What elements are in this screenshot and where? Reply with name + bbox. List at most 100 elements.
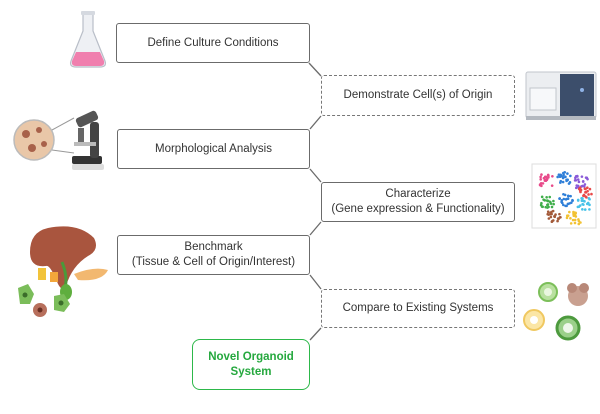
scatter-dot	[581, 208, 584, 211]
scatter-dot	[588, 208, 591, 211]
connector-5	[309, 274, 322, 290]
step-morphological-analysis: Morphological Analysis	[117, 129, 310, 169]
scatter-dot	[543, 179, 547, 182]
scatter-dot	[546, 212, 550, 216]
scatter-dot	[564, 175, 567, 179]
scatter-dot	[584, 190, 587, 194]
scatter-dot	[574, 211, 577, 215]
scatter-dot	[590, 192, 593, 196]
step-label: Benchmark	[184, 241, 243, 253]
result-label: System	[230, 365, 272, 378]
scatter-dot	[586, 189, 589, 193]
scatter-dot	[562, 192, 565, 196]
scatter-dot	[565, 214, 569, 218]
scatter-dot	[541, 182, 545, 185]
liver-icon	[18, 226, 108, 317]
scatter-dot	[540, 173, 543, 176]
scatter-dot	[550, 184, 554, 187]
connector-6	[309, 327, 322, 341]
scatter-dot	[549, 211, 552, 215]
scatter-dot	[561, 180, 565, 184]
scatter-dot	[566, 197, 569, 201]
scatter-dot	[542, 176, 546, 180]
scatter-dot	[588, 203, 591, 207]
step-label: Compare to Existing Systems	[342, 302, 494, 314]
scatter-dot	[578, 186, 582, 190]
scatter-dot	[568, 210, 571, 214]
scatter-dot	[574, 186, 578, 190]
scatter-dot	[586, 201, 590, 205]
scatter-dot	[577, 222, 581, 226]
result-label: Novel Organoid	[208, 350, 294, 363]
scatter-dot	[542, 198, 545, 201]
scatter-dot	[559, 179, 563, 183]
organoid-icon	[523, 282, 589, 341]
scatter-dot	[560, 201, 564, 205]
scatter-dot	[574, 215, 578, 218]
scatter-dot	[570, 201, 573, 204]
scatter-dot	[561, 203, 565, 207]
scatter-dot	[581, 180, 585, 183]
scatter-dot	[567, 194, 570, 198]
scatter-dot	[554, 213, 557, 216]
scatter-dot	[539, 178, 542, 181]
scatter-dot	[583, 208, 587, 211]
scatter-dot	[556, 219, 559, 223]
step-characterize: Characterize (Gene expression & Functiona…	[321, 182, 515, 222]
scatter-dot	[576, 184, 580, 188]
scatter-dot	[580, 175, 584, 178]
scatter-dot	[540, 201, 543, 205]
scatter-dot	[540, 195, 544, 199]
scatter-dot	[546, 210, 550, 213]
scatter-dot	[558, 197, 561, 200]
scatter-dot	[558, 175, 562, 179]
scatter-dot	[545, 196, 548, 199]
step-demonstrate-cell-origin: Demonstrate Cell(s) of Origin	[321, 75, 515, 116]
step-label: Demonstrate Cell(s) of Origin	[343, 89, 493, 101]
scatter-dot	[548, 195, 552, 199]
scatter-dot	[546, 206, 549, 209]
scatter-dot	[545, 176, 548, 180]
scatter-dot	[551, 174, 554, 178]
scatter-dot	[583, 200, 586, 203]
scatter-dot	[552, 202, 555, 206]
scatter-dot	[549, 215, 553, 219]
scatter-dot	[556, 175, 559, 179]
scatter-dot	[576, 199, 580, 202]
scatter-dot	[546, 203, 550, 206]
scatter-dot	[559, 216, 562, 219]
scatter-dot	[574, 178, 578, 182]
scatter-dot	[588, 187, 592, 191]
scatter-dot	[582, 203, 585, 206]
scatter-dot	[577, 205, 581, 208]
step-define-culture-conditions: Define Culture Conditions	[116, 23, 310, 63]
step-sublabel: (Gene expression & Functionality)	[331, 203, 505, 215]
scatter-dot	[568, 181, 572, 184]
step-label: Define Culture Conditions	[147, 36, 279, 49]
scatter-dot	[573, 218, 577, 222]
scatter-dot	[565, 216, 569, 220]
scatter-dot	[539, 175, 542, 179]
scatter-dot	[562, 197, 566, 201]
scatter-dot	[571, 198, 574, 202]
scatter-dot	[569, 194, 572, 198]
connector-4	[309, 221, 322, 236]
scatter-dot	[569, 174, 572, 178]
step-label: Characterize	[385, 188, 451, 200]
scatter-dot	[581, 184, 584, 188]
scatter-dot	[547, 217, 551, 220]
scatter-dot	[550, 220, 554, 224]
scatter-dot	[573, 221, 577, 225]
scatter-dot	[557, 217, 560, 221]
scatter-dot	[584, 176, 588, 179]
scatter-dot	[569, 216, 572, 220]
scatter-dot	[577, 219, 581, 223]
scatter-dot	[550, 205, 554, 209]
connector-3	[309, 168, 322, 183]
scatter-dot	[548, 200, 552, 204]
step-sublabel: (Tissue & Cell of Origin/Interest)	[131, 256, 296, 268]
microscope-icon	[13, 110, 104, 170]
scatter-dot	[586, 186, 589, 190]
scatter-dot	[565, 179, 568, 183]
